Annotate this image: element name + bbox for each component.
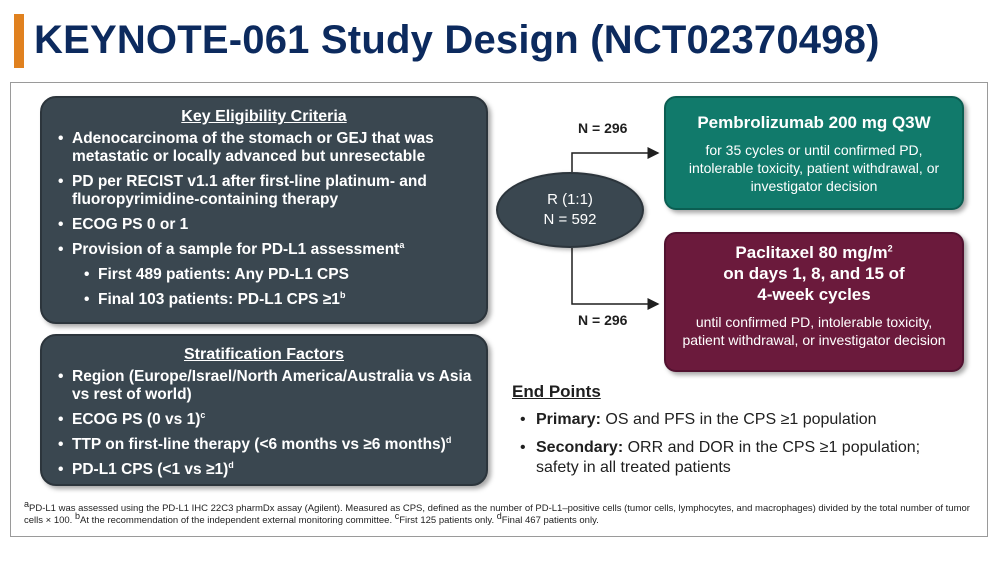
paclitaxel-arm-box: Paclitaxel 80 mg/m2 on days 1, 8, and 15…: [664, 232, 964, 372]
randomization-node: R (1:1) N = 592: [496, 172, 644, 248]
eligibility-item: PD per RECIST v1.1 after first-line plat…: [58, 173, 476, 209]
secondary-endpoint: Secondary: ORR and DOR in the CPS ≥1 pop…: [512, 438, 952, 478]
stratification-heading: Stratification Factors: [183, 346, 345, 363]
stratification-item: Region (Europe/Israel/North America/Aust…: [58, 368, 476, 404]
stratification-list: Region (Europe/Israel/North America/Aust…: [42, 368, 486, 479]
page-title: KEYNOTE-061 Study Design (NCT02370498): [34, 18, 880, 62]
primary-endpoint: Primary: OS and PFS in the CPS ≥1 popula…: [512, 410, 952, 430]
pembro-arm-n: N = 296: [578, 120, 628, 136]
pacli-arm-n: N = 296: [578, 312, 628, 328]
paclitaxel-arm-desc: until confirmed PD, intolerable toxicity…: [682, 314, 946, 348]
eligibility-item: Provision of a sample for PD-L1 assessme…: [58, 239, 476, 259]
footnote-marker: a: [399, 239, 405, 250]
randomization-total-n: N = 592: [543, 211, 597, 228]
footnote: aPD-L1 was assessed using the PD-L1 IHC …: [24, 498, 970, 526]
title-accent-bar: [14, 14, 24, 68]
eligibility-heading: Key Eligibility Criteria: [181, 108, 347, 125]
footnote-marker: b: [339, 289, 346, 300]
pembrolizumab-arm-box: Pembrolizumab 200 mg Q3W for 35 cycles o…: [664, 96, 964, 210]
stratification-item: PD-L1 CPS (<1 vs ≥1)d: [58, 459, 476, 479]
eligibility-subitem: Final 103 patients: PD-L1 CPS ≥1b: [84, 289, 476, 309]
eligibility-item: Adenocarcinoma of the stomach or GEJ tha…: [58, 130, 476, 166]
stratification-factors-card: Stratification Factors Region (Europe/Is…: [40, 334, 488, 486]
randomization-ratio: R (1:1): [547, 191, 593, 208]
paclitaxel-arm-schedule: on days 1, 8, and 15 of: [723, 264, 905, 283]
footnote-marker: d: [228, 459, 234, 470]
connector-upper: [571, 147, 660, 172]
footnote-marker: d: [445, 434, 452, 445]
pembrolizumab-arm-desc: for 35 cycles or until confirmed PD, int…: [688, 142, 940, 194]
paclitaxel-arm-cycles: 4-week cycles: [757, 285, 871, 304]
stratification-item: TTP on first-line therapy (<6 months vs …: [58, 434, 476, 454]
pembrolizumab-arm-title: Pembrolizumab 200 mg Q3W: [697, 113, 931, 132]
paclitaxel-arm-title: Paclitaxel 80 mg/m2: [735, 243, 893, 262]
footnote-marker: c: [200, 409, 206, 420]
stratification-item: ECOG PS (0 vs 1)c: [58, 409, 476, 429]
endpoints-section: End Points Primary: OS and PFS in the CP…: [512, 382, 952, 486]
endpoints-heading: End Points: [512, 382, 601, 401]
eligibility-item: ECOG PS 0 or 1: [58, 216, 476, 234]
eligibility-list: Adenocarcinoma of the stomach or GEJ tha…: [42, 130, 486, 309]
connector-lower: [571, 248, 660, 310]
eligibility-criteria-card: Key Eligibility Criteria Adenocarcinoma …: [40, 96, 488, 324]
eligibility-subitem: First 489 patients: Any PD-L1 CPS: [84, 266, 476, 284]
